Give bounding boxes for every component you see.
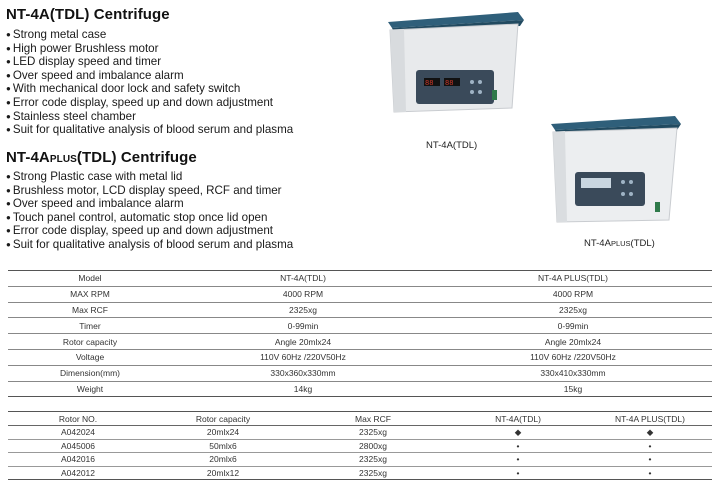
rotor-compat-a: •	[448, 439, 588, 454]
spec-value-b: 4000 RPM	[434, 286, 712, 303]
spec-value-b: 330x410x330mm	[434, 365, 712, 382]
svg-text:88: 88	[445, 80, 453, 88]
spec-value-b: 110V 60Hz /220V50Hz	[434, 349, 712, 366]
product2-title-end: (TDL) Centrifuge	[76, 149, 197, 166]
spec-value-a: Angle 20mlx24	[172, 333, 434, 350]
spec-label: Weight	[8, 381, 172, 398]
rotor-compat-b: •	[588, 452, 712, 467]
rotor-capacity: 20mlx6	[148, 452, 298, 467]
rotor-rcf: 2325xg	[298, 425, 448, 440]
rotor-compat-b: •	[588, 466, 712, 481]
centrifuge-nt4a-plus-image	[551, 116, 681, 223]
spec-value-b: 0-99min	[434, 317, 712, 335]
product1-feature-list: Strong metal case High power Brushless m…	[6, 28, 293, 138]
caption-main: NT-4A	[584, 238, 611, 249]
rotor-no: A045006	[8, 439, 148, 454]
product2-title-sub: PLUS	[49, 154, 77, 165]
spec-label: Model	[8, 270, 172, 287]
svg-text:88: 88	[425, 80, 433, 88]
feature-item: Strong Plastic case with metal lid	[6, 170, 293, 185]
spec-value-b: 2325xg	[434, 302, 712, 319]
rotor-compat-a: •	[448, 466, 588, 481]
feature-item: Brushless motor, LCD display speed, RCF …	[6, 184, 293, 199]
rotor-rcf: 2325xg	[298, 466, 448, 481]
col-header: Rotor NO.	[8, 411, 148, 426]
spec-value-a: NT-4A(TDL)	[172, 270, 434, 287]
spec-value-a: 2325xg	[172, 302, 434, 319]
caption-end: (TDL)	[630, 238, 655, 249]
spec-value-a: 110V 60Hz /220V50Hz	[172, 349, 434, 366]
product2-caption: NT-4APLUS(TDL)	[584, 238, 655, 249]
spec-value-a: 0-99min	[172, 317, 434, 335]
spec-label: Dimension(mm)	[8, 365, 172, 382]
spec-value-b: Angle 20mlx24	[434, 333, 712, 350]
rotor-rcf: 2800xg	[298, 439, 448, 454]
spec-label: Rotor capacity	[8, 333, 172, 350]
feature-item: Error code display, speed up and down ad…	[6, 225, 293, 239]
rotor-capacity: 20mlx12	[148, 466, 298, 481]
caption-sub: PLUS	[610, 239, 631, 248]
product2-feature-list: Strong Plastic case with metal lid Brush…	[6, 170, 293, 253]
feature-item: Touch panel control, automatic stop once…	[6, 211, 293, 226]
rotor-capacity: 50mlx6	[148, 439, 298, 454]
feature-item: Over speed and imbalance alarm	[6, 69, 293, 84]
spec-value-a: 4000 RPM	[172, 286, 434, 303]
col-header: Max RCF	[298, 411, 448, 426]
feature-item: Strong metal case	[6, 28, 293, 43]
feature-item: Error code display, speed up and down ad…	[6, 96, 293, 111]
table-header-row: Rotor NO. Rotor capacity Max RCF NT-4A(T…	[8, 411, 712, 426]
feature-item: Over speed and imbalance alarm	[6, 198, 293, 212]
product2-title: NT-4APLUS(TDL) Centrifuge	[6, 149, 197, 166]
product1-title: NT-4A(TDL) Centrifuge	[6, 6, 170, 23]
feature-item: High power Brushless motor	[6, 42, 293, 57]
spec-label: Timer	[8, 317, 172, 335]
rotor-compat-b: •	[588, 439, 712, 454]
spec-value-b: 15kg	[434, 381, 712, 398]
spec-label: MAX RPM	[8, 286, 172, 303]
feature-item: Stainless steel chamber	[6, 110, 293, 125]
rotor-no: A042016	[8, 452, 148, 467]
spec-value-a: 14kg	[172, 381, 434, 398]
rotor-no: A042012	[8, 466, 148, 481]
rotor-compat-b: ◆	[588, 425, 712, 440]
col-header: Rotor capacity	[148, 411, 298, 426]
rotor-table: Rotor NO. Rotor capacity Max RCF NT-4A(T…	[8, 411, 712, 481]
rotor-compat-a: •	[448, 452, 588, 467]
product2-title-main: NT-4A	[6, 149, 50, 166]
spec-value-b: NT-4A PLUS(TDL)	[434, 270, 712, 287]
col-header: NT-4A PLUS(TDL)	[588, 411, 712, 426]
product1-caption: NT-4A(TDL)	[426, 140, 478, 151]
centrifuge-nt4a-image: 88 88	[388, 12, 524, 113]
feature-item: With mechanical door lock and safety swi…	[6, 83, 293, 97]
rotor-capacity: 20mlx24	[148, 425, 298, 440]
rotor-compat-a: ◆	[448, 425, 588, 440]
col-header: NT-4A(TDL)	[448, 411, 588, 426]
feature-item: Suit for qualitative analysis of blood s…	[6, 124, 293, 138]
spec-label: Voltage	[8, 349, 172, 366]
spec-value-a: 330x360x330mm	[172, 365, 434, 382]
feature-item: LED display speed and timer	[6, 56, 293, 70]
feature-item: Suit for qualitative analysis of blood s…	[6, 238, 293, 253]
rotor-no: A042024	[8, 425, 148, 440]
spec-label: Max RCF	[8, 302, 172, 319]
rotor-rcf: 2325xg	[298, 452, 448, 467]
